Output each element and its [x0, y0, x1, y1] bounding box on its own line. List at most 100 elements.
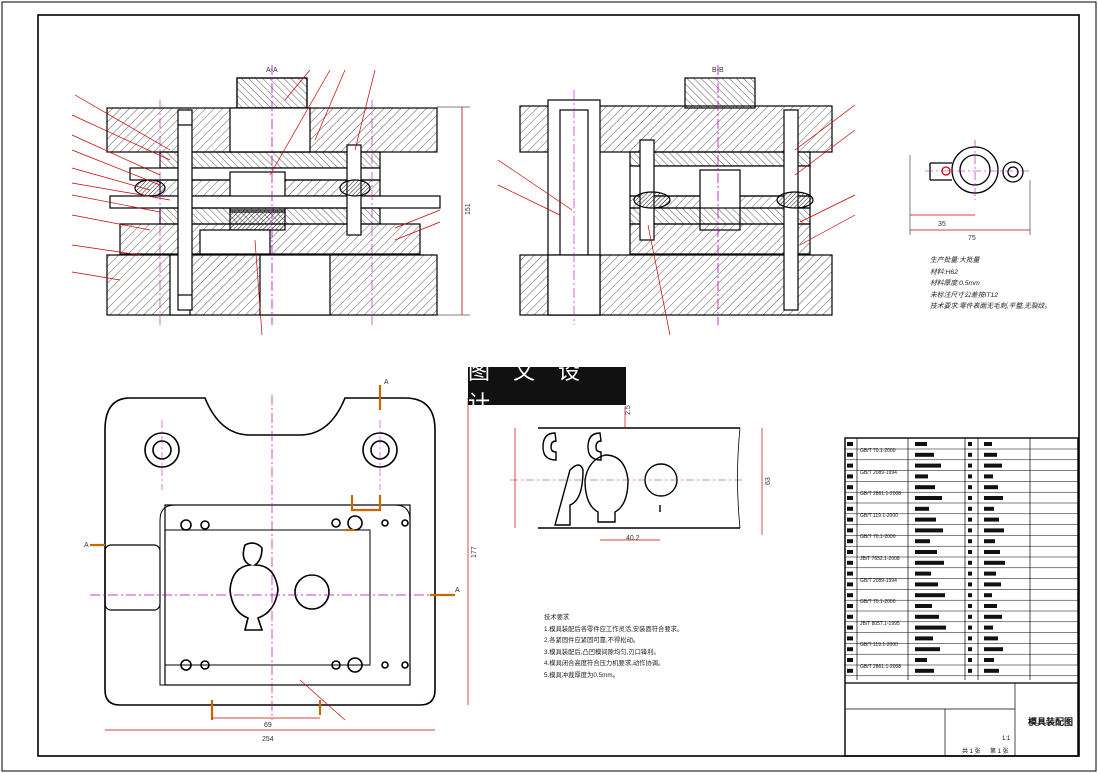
scale-value: 1:1 — [1002, 736, 1011, 742]
row-qty-mark — [968, 442, 972, 446]
row-material-mark — [984, 625, 993, 630]
sheet-count: 共 1 张 — [962, 749, 981, 755]
row-name-mark — [915, 571, 931, 576]
spec-tolerance: 未标注尺寸公差按IT12 — [930, 291, 998, 299]
section-a-view — [106, 65, 470, 325]
row-name-mark — [915, 517, 936, 522]
row-material-mark — [984, 636, 998, 641]
tech-requirements: 技术要求 1.模具装配后各零件应工作灵活,安装面符合要求。 2.各紧固件应紧固可… — [544, 612, 683, 681]
parts-list-rows — [845, 448, 1078, 677]
row-index-mark — [847, 528, 853, 533]
row-qty-mark — [968, 668, 972, 673]
row-material-mark — [984, 474, 993, 479]
tech-item-2: 2.各紧固件应紧固可靠,不得松动。 — [544, 637, 640, 644]
row-qty-mark — [968, 496, 972, 500]
spec-product: 生产批量:大批量 — [930, 257, 980, 264]
sheet-number: 第 1 张 — [990, 749, 1009, 755]
row-index-mark — [847, 485, 853, 490]
row-index-mark — [847, 636, 853, 641]
row-qty-mark — [968, 625, 972, 630]
spec-process: 技术要求:零件表面无毛刺,平整,无裂纹。 — [930, 303, 1052, 310]
row-index-mark — [847, 452, 853, 457]
standard-code: GB/T 70.1-2000 — [860, 534, 896, 541]
drawing-title: 模具装配图 — [1028, 717, 1074, 727]
row-index-mark — [847, 647, 853, 652]
row-material-mark — [984, 593, 992, 598]
row-material-mark — [984, 506, 994, 511]
cut-label-a1: A — [384, 379, 389, 386]
strip-dim-402: 40.2 — [626, 535, 640, 542]
strip-dim-63: 63 — [765, 477, 772, 485]
row-material-mark — [984, 496, 1003, 500]
inner-frame — [37, 14, 1080, 757]
row-name-mark — [915, 442, 927, 446]
row-material-mark — [984, 517, 999, 522]
cut-label-a2: A — [84, 542, 89, 549]
row-name-mark — [915, 474, 928, 479]
row-qty-mark — [968, 604, 972, 608]
tech-item-4: 4.模具闭合高度符合压力机要求,动作协调。 — [544, 660, 665, 667]
row-qty-mark — [968, 506, 972, 511]
tech-item-1: 1.模具装配后各零件应工作灵活,安装面符合要求。 — [544, 625, 684, 633]
row-qty-mark — [968, 636, 972, 641]
leaders-a — [71, 69, 441, 336]
part-dim-75: 75 — [968, 235, 976, 242]
row-index-mark — [847, 560, 853, 565]
row-index-mark — [847, 496, 853, 500]
plan-dim-69: 69 — [264, 722, 272, 729]
row-material-mark — [984, 485, 998, 490]
row-qty-mark — [968, 593, 972, 598]
row-name-mark — [915, 485, 935, 490]
standard-code: GB/T 119.1-2000 — [860, 512, 898, 519]
section-cut-marks — [90, 385, 455, 720]
watermark-badge: 图 文 设 计 — [468, 360, 626, 417]
row-name-mark — [915, 625, 946, 630]
row-material-mark — [984, 582, 1001, 587]
part-dim-35: 35 — [938, 221, 946, 228]
strip-dims — [514, 407, 763, 541]
row-material-mark — [984, 658, 994, 662]
standard-code: GB/T 119.1-2000 — [860, 642, 898, 649]
row-qty-mark — [968, 550, 972, 554]
row-qty-mark — [968, 517, 972, 522]
standard-code: GB/T 2861.1-2008 — [860, 491, 902, 498]
row-qty-mark — [968, 474, 972, 479]
part-view — [909, 140, 1031, 235]
parts-list — [844, 437, 1079, 757]
row-material-mark — [984, 539, 995, 544]
row-name-mark — [915, 496, 942, 500]
plan-dims — [105, 398, 469, 731]
row-name-mark — [915, 560, 944, 565]
standard-code: GB/T 2861.1-2008 — [860, 664, 902, 670]
row-material-mark — [984, 571, 996, 576]
standard-code: GB/T 70.1-2000 — [860, 599, 896, 606]
row-name-mark — [915, 636, 933, 641]
row-index-mark — [847, 442, 853, 446]
row-name-mark — [915, 582, 938, 587]
spec-material: 材料:H62 — [930, 268, 958, 276]
standard-code: GB/T 2089-1994 — [860, 469, 897, 476]
plan-dim-254: 254 — [262, 736, 274, 743]
row-qty-mark — [968, 452, 972, 457]
row-qty-mark — [968, 539, 972, 544]
row-index-mark — [847, 463, 853, 468]
row-index-mark — [847, 539, 853, 544]
row-name-mark — [915, 658, 927, 662]
row-material-mark — [984, 647, 1003, 652]
row-index-mark — [847, 506, 853, 511]
row-material-mark — [984, 550, 1000, 554]
row-index-mark — [847, 604, 853, 608]
row-index-mark — [847, 571, 853, 576]
row-qty-mark — [968, 528, 972, 533]
row-index-mark — [847, 593, 853, 598]
row-index-mark — [847, 474, 853, 479]
height-dim-151: 151 — [465, 203, 472, 215]
section-a-label: A-A — [266, 67, 278, 74]
strip-dim-25: 2.5 — [625, 405, 632, 415]
tech-item-3: 3.模具装配后,凸凹模间隙均匀,刃口锋利。 — [544, 648, 660, 656]
row-index-mark — [847, 658, 853, 662]
row-qty-mark — [968, 614, 972, 619]
row-material-mark — [984, 668, 999, 673]
standard-code: GB/T 2089-1994 — [860, 577, 897, 584]
